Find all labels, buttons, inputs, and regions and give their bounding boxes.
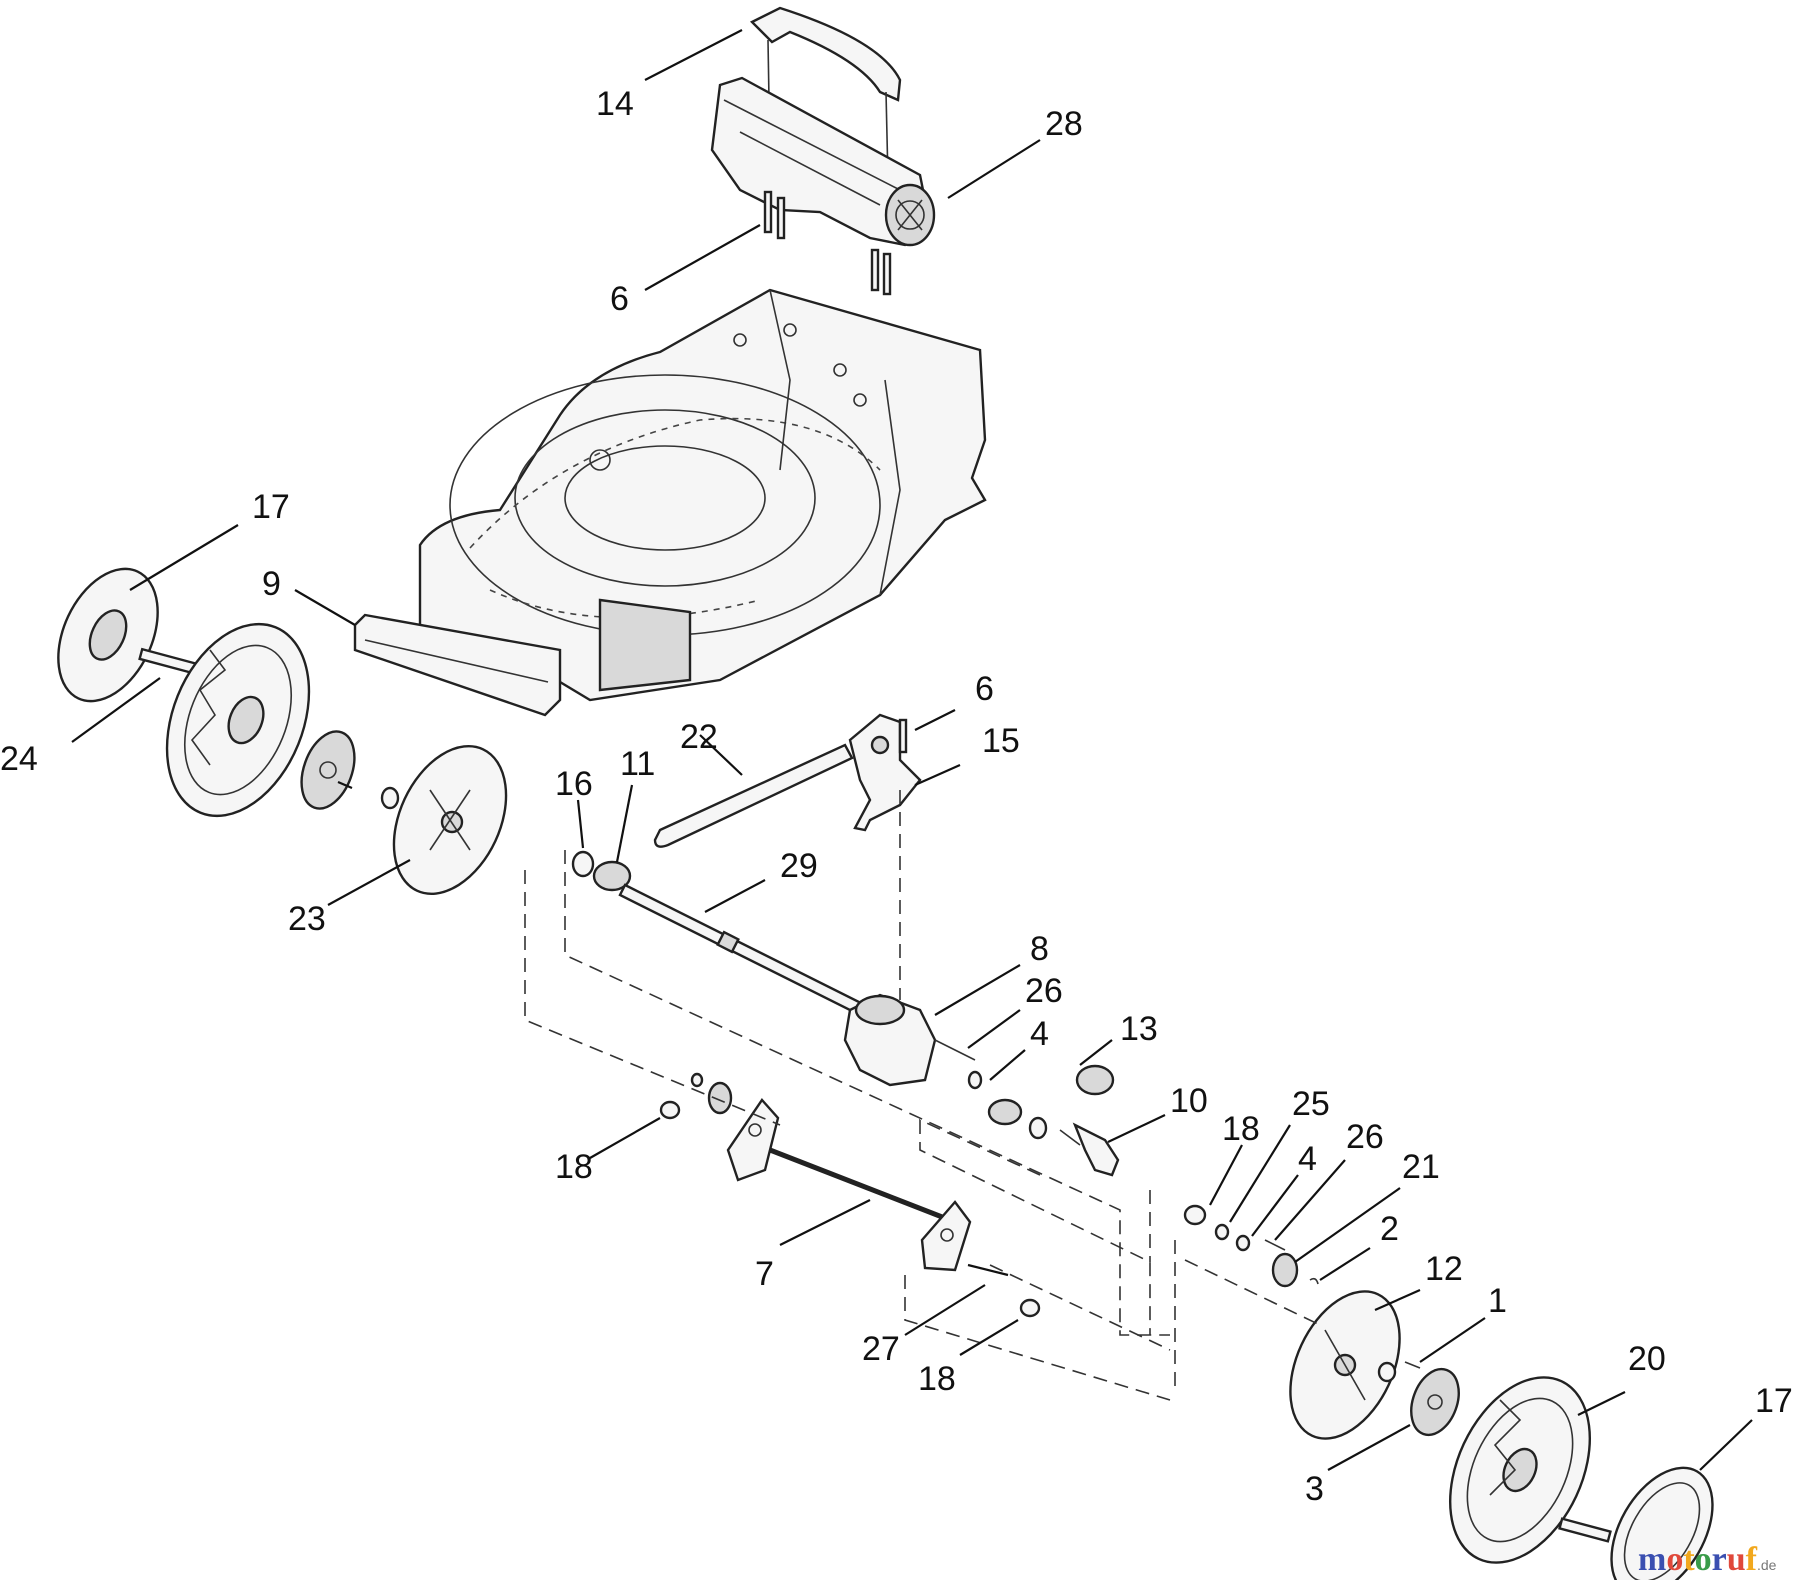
watermark-letter: t — [1683, 1541, 1695, 1578]
left-hubcap — [57, 567, 159, 703]
left-front-wheel — [165, 622, 311, 818]
callout-11: 11 — [620, 745, 655, 783]
callout-26-gearbox: 26 — [1025, 972, 1063, 1010]
callout-14: 14 — [596, 85, 634, 123]
svg-text:motoruf.de: motoruf.de — [1638, 1541, 1777, 1578]
bracket-10 — [1059, 1122, 1120, 1177]
watermark-letter: o — [1666, 1541, 1683, 1578]
callout-8: 8 — [1030, 930, 1049, 968]
callout-2: 2 — [1380, 1210, 1399, 1248]
callout-22: 22 — [680, 718, 718, 756]
callout-3: 3 — [1305, 1470, 1324, 1508]
right-hubcap — [1610, 1466, 1714, 1580]
watermark-letter: f — [1746, 1541, 1758, 1578]
callout-18-right: 18 — [1222, 1110, 1260, 1148]
callout-7: 7 — [755, 1255, 774, 1293]
callout-6-top: 6 — [610, 280, 629, 318]
callout-labels: 14 28 6 17 9 24 22 6 15 16 11 29 23 8 26… — [0, 85, 1793, 1508]
washer-18-bottom — [1019, 1298, 1041, 1318]
callout-10: 10 — [1170, 1082, 1208, 1120]
callout-24: 24 — [0, 740, 38, 778]
watermark-letter: o — [1695, 1541, 1712, 1578]
watermark-letter: m — [1638, 1541, 1666, 1578]
watermark-letter: u — [1727, 1541, 1746, 1578]
callout-27: 27 — [862, 1330, 900, 1368]
callout-18-bottom: 18 — [918, 1360, 956, 1398]
callout-13: 13 — [1120, 1010, 1158, 1048]
callout-20: 20 — [1628, 1340, 1666, 1378]
right-wheel-bolt — [1558, 1517, 1612, 1543]
washer-18-left — [659, 1100, 681, 1120]
callout-17-right: 17 — [1755, 1382, 1793, 1420]
watermark-letter: r — [1712, 1541, 1727, 1578]
assembly-guide-lines — [524, 790, 1321, 1401]
callout-25: 25 — [1292, 1085, 1330, 1123]
callout-23: 23 — [288, 900, 326, 938]
small-fasteners — [967, 1070, 1048, 1140]
callout-1: 1 — [1488, 1282, 1507, 1320]
small-washer-16 — [571, 850, 595, 878]
callout-29: 29 — [780, 847, 818, 885]
right-wheel-gear-parts — [1377, 1361, 1460, 1437]
callout-16: 16 — [555, 765, 593, 803]
callout-21: 21 — [1402, 1148, 1440, 1186]
transmission-gearbox — [843, 993, 976, 1087]
callout-18-left: 18 — [555, 1148, 593, 1186]
left-wheel-cover — [392, 745, 508, 895]
handle-pins — [763, 190, 892, 296]
right-rear-wheel — [1448, 1376, 1592, 1564]
callout-9: 9 — [262, 565, 281, 603]
watermark-logo: motoruf.de — [1638, 1541, 1777, 1578]
rear-axle-rod — [769, 1147, 956, 1225]
leader-lines — [71, 29, 1753, 1471]
watermark-suffix: .de — [1757, 1557, 1777, 1573]
handle-housing — [710, 76, 936, 247]
drive-shaft — [618, 883, 877, 1022]
dust-cap-13 — [1075, 1064, 1115, 1096]
callout-6-bracket: 6 — [975, 670, 994, 708]
callout-4-gearbox: 4 — [1030, 1015, 1049, 1053]
right-wheel-cover — [1289, 1290, 1401, 1440]
callout-15: 15 — [982, 722, 1020, 760]
callout-26-right: 26 — [1346, 1118, 1384, 1156]
rear-axle-left-bracket — [690, 1072, 780, 1182]
washer-18-right — [1183, 1204, 1207, 1226]
left-gear — [300, 730, 400, 810]
callout-17-left: 17 — [252, 488, 290, 526]
callout-4-right: 4 — [1298, 1140, 1317, 1178]
left-wheel-bolt — [138, 647, 197, 675]
mower-deck — [418, 288, 987, 702]
front-bumper — [353, 613, 562, 717]
drive-belt — [653, 743, 854, 848]
rear-axle-right-bracket — [920, 1200, 1009, 1277]
drive-bracket — [848, 713, 922, 832]
bearing-11 — [592, 860, 632, 892]
right-wheel-small-parts — [1214, 1223, 1319, 1288]
callout-12: 12 — [1425, 1250, 1463, 1288]
callout-28: 28 — [1045, 105, 1083, 143]
